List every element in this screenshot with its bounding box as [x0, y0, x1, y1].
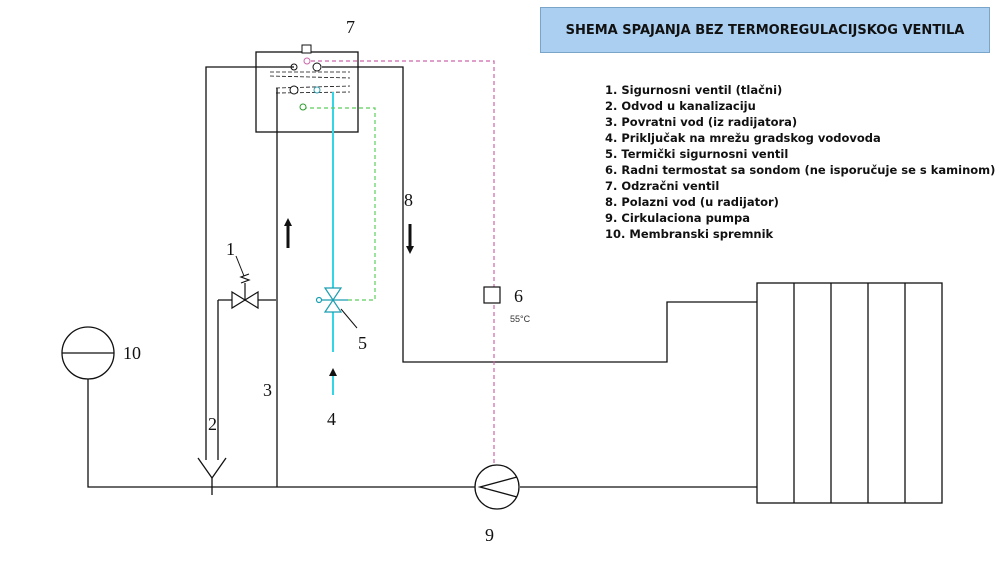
thermostat-box	[483, 286, 501, 304]
sensor-bypass-line	[306, 107, 376, 301]
safety-valve	[231, 273, 259, 310]
thermostat-sensor-line	[311, 60, 495, 465]
legend-item: 3. Povratni vod (iz radijatora)	[605, 115, 798, 129]
legend-item: 5. Termički sigurnosni ventil	[605, 147, 789, 161]
legend-list: 1. Sigurnosni ventil (tlačni) 2. Odvod u…	[605, 82, 995, 242]
exchanger-coil	[269, 71, 351, 94]
legend-item: 4. Priključak na mrežu gradskog vodovoda	[605, 131, 881, 145]
diagram-title: SHEMA SPAJANJA BEZ TERMOREGULACIJSKOG VE…	[540, 7, 990, 53]
legend-item: 6. Radni termostat sa sondom (ne isporuč…	[605, 163, 996, 177]
sensor-connection	[303, 57, 311, 65]
cold-water-connection	[313, 86, 321, 94]
legend-item: 8. Polazni vod (u radijator)	[605, 195, 779, 209]
label-9: 9	[485, 525, 494, 545]
label-2: 2	[208, 414, 217, 434]
label-8: 8	[404, 190, 413, 210]
label-5: 5	[358, 333, 367, 353]
legend-item: 9. Cirkulaciona pumpa	[605, 211, 750, 225]
label-temp: 55°C	[510, 314, 531, 324]
label-6: 6	[514, 286, 523, 306]
bypass-connection	[299, 103, 307, 111]
flow-connection	[312, 62, 322, 72]
label-3: 3	[263, 380, 272, 400]
legend-item: 1. Sigurnosni ventil (tlačni)	[605, 83, 783, 97]
main-pipes	[87, 66, 757, 488]
radiator	[756, 282, 943, 504]
legend-item: 7. Odzračni ventil	[605, 179, 720, 193]
label-4: 4	[327, 409, 336, 429]
label-10: 10	[123, 343, 141, 363]
legend-item: 10. Membranski spremnik	[605, 227, 774, 241]
drain-funnel	[197, 457, 227, 480]
thermal-valve-leader	[340, 308, 358, 329]
expansion-vessel	[61, 326, 115, 380]
air-vent-valve	[301, 44, 312, 54]
legend-item: 2. Odvod u kanalizaciju	[605, 99, 756, 113]
return-connection-lower	[289, 85, 299, 95]
circulation-pump	[474, 464, 520, 510]
label-1: 1	[226, 239, 235, 259]
safety-valve-leader	[235, 255, 245, 277]
thermal-safety-valve	[315, 287, 348, 313]
label-7: 7	[346, 17, 355, 37]
